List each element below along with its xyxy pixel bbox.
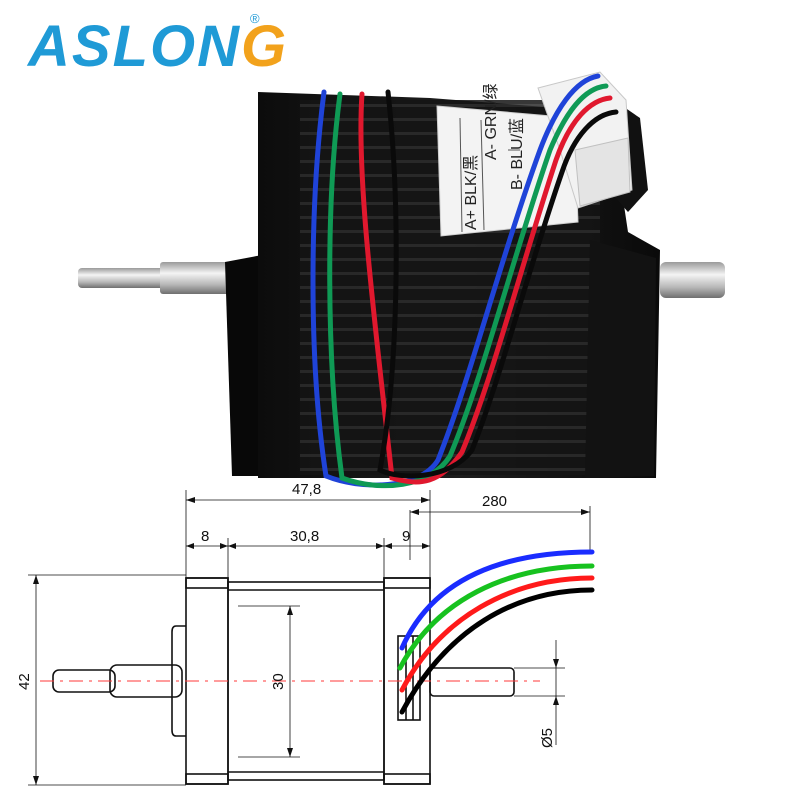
brand-logo: ASLONG ® xyxy=(28,12,288,76)
drawing-wires xyxy=(397,549,595,715)
logo-text: ASLON xyxy=(28,14,241,79)
rear-shaft xyxy=(660,262,725,298)
photo-wire-black xyxy=(377,89,619,479)
dim-height: 42 xyxy=(16,673,33,690)
dim-boss-diameter: 30 xyxy=(270,673,287,690)
drawing-wire-blue xyxy=(399,549,595,651)
drawing-rear-shaft xyxy=(429,667,515,697)
dim-rear-section: 9 xyxy=(402,528,410,545)
photo-wire-green xyxy=(327,83,609,489)
logo-accent-letter: G xyxy=(241,14,289,79)
drawing-wire-black xyxy=(399,587,595,715)
photo-wires xyxy=(310,73,619,489)
dim-body-length: 30,8 xyxy=(290,528,319,545)
photo-wire-red xyxy=(358,91,613,485)
front-flange xyxy=(225,255,262,476)
front-shaft xyxy=(78,262,230,294)
registered-mark: ® xyxy=(250,11,262,26)
dim-cable-length: 280 xyxy=(482,493,507,510)
label-line-1: A+ BLK/黑 xyxy=(463,155,480,230)
label-line-2: A- GRN/绿 xyxy=(482,84,500,160)
dim-total-length: 47,8 xyxy=(292,481,321,498)
label-line-3: B- BLU/蓝 xyxy=(508,118,526,190)
drawing-boss xyxy=(171,625,186,737)
drawing-wire-green xyxy=(397,563,595,671)
dim-shaft-diameter: Ø5 xyxy=(539,728,556,748)
drawing-wire-red xyxy=(399,575,595,693)
dim-front-flange: 8 xyxy=(201,528,209,545)
photo-wire-blue xyxy=(310,73,601,488)
